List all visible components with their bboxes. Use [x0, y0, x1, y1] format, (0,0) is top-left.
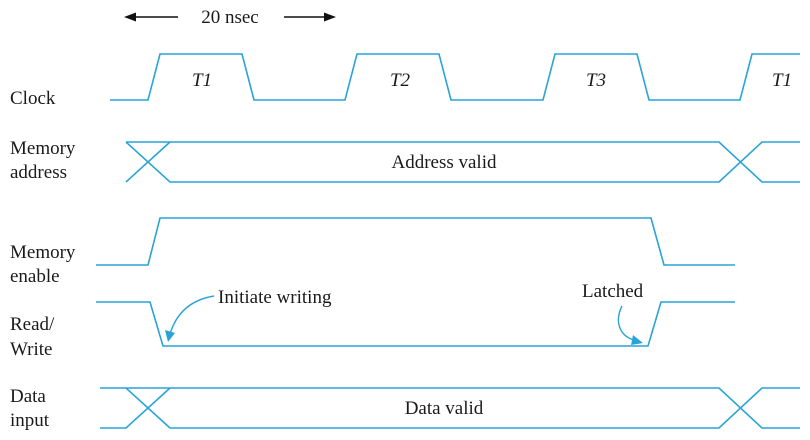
- read-write-waveform: [96, 301, 735, 347]
- data-input-signal: Data input Data valid: [10, 386, 800, 431]
- data-input-waveform-bottom: [170, 387, 800, 429]
- memory-address-waveform-top: [126, 141, 800, 183]
- latched-annotation: Latched: [582, 281, 644, 302]
- clock-label: Clock: [10, 88, 56, 109]
- memory-enable-label-line2: enable: [10, 266, 60, 287]
- clock-state-t3: T3: [586, 70, 606, 91]
- clock-waveform: [110, 53, 800, 101]
- clock-state-t1: T1: [192, 70, 212, 91]
- initiate-writing-leader: [169, 295, 215, 335]
- initiate-writing-arrowhead: [165, 330, 175, 342]
- data-input-text: Data valid: [405, 398, 484, 419]
- data-input-waveform-upper: [100, 387, 800, 429]
- period-label: 20 nsec: [201, 7, 259, 28]
- initiate-writing-annotation: Initiate writing: [218, 287, 332, 308]
- memory-enable-waveform: [96, 217, 735, 266]
- latched-leader: [617, 305, 635, 341]
- read-write-label-line1: Read/: [10, 314, 55, 335]
- latched-arrowhead: [631, 335, 643, 345]
- memory-address-text: Address valid: [391, 152, 497, 173]
- data-input-label-line2: input: [10, 410, 50, 431]
- memory-address-waveform-lower: [125, 141, 800, 183]
- clock-signal: Clock T1 T2 T3 T1: [10, 53, 800, 109]
- memory-enable-signal: Memory enable: [10, 217, 735, 287]
- period-indicator: 20 nsec: [124, 7, 336, 28]
- memory-enable-label-line1: Memory: [10, 242, 76, 263]
- data-input-waveform-lower: [100, 387, 171, 429]
- period-right-arrowhead: [324, 12, 336, 22]
- clock-state-t1-next: T1: [772, 70, 792, 91]
- data-input-label-line1: Data: [10, 386, 46, 407]
- period-left-arrowhead: [124, 12, 136, 22]
- memory-address-label-line2: address: [10, 162, 67, 183]
- memory-address-signal: Memory address Address valid: [10, 138, 800, 183]
- memory-address-label-line1: Memory: [10, 138, 76, 159]
- read-write-signal: Read/ Write Initiate writing Latched: [10, 281, 735, 360]
- clock-state-t2: T2: [390, 70, 411, 91]
- read-write-label-line2: Write: [10, 339, 53, 360]
